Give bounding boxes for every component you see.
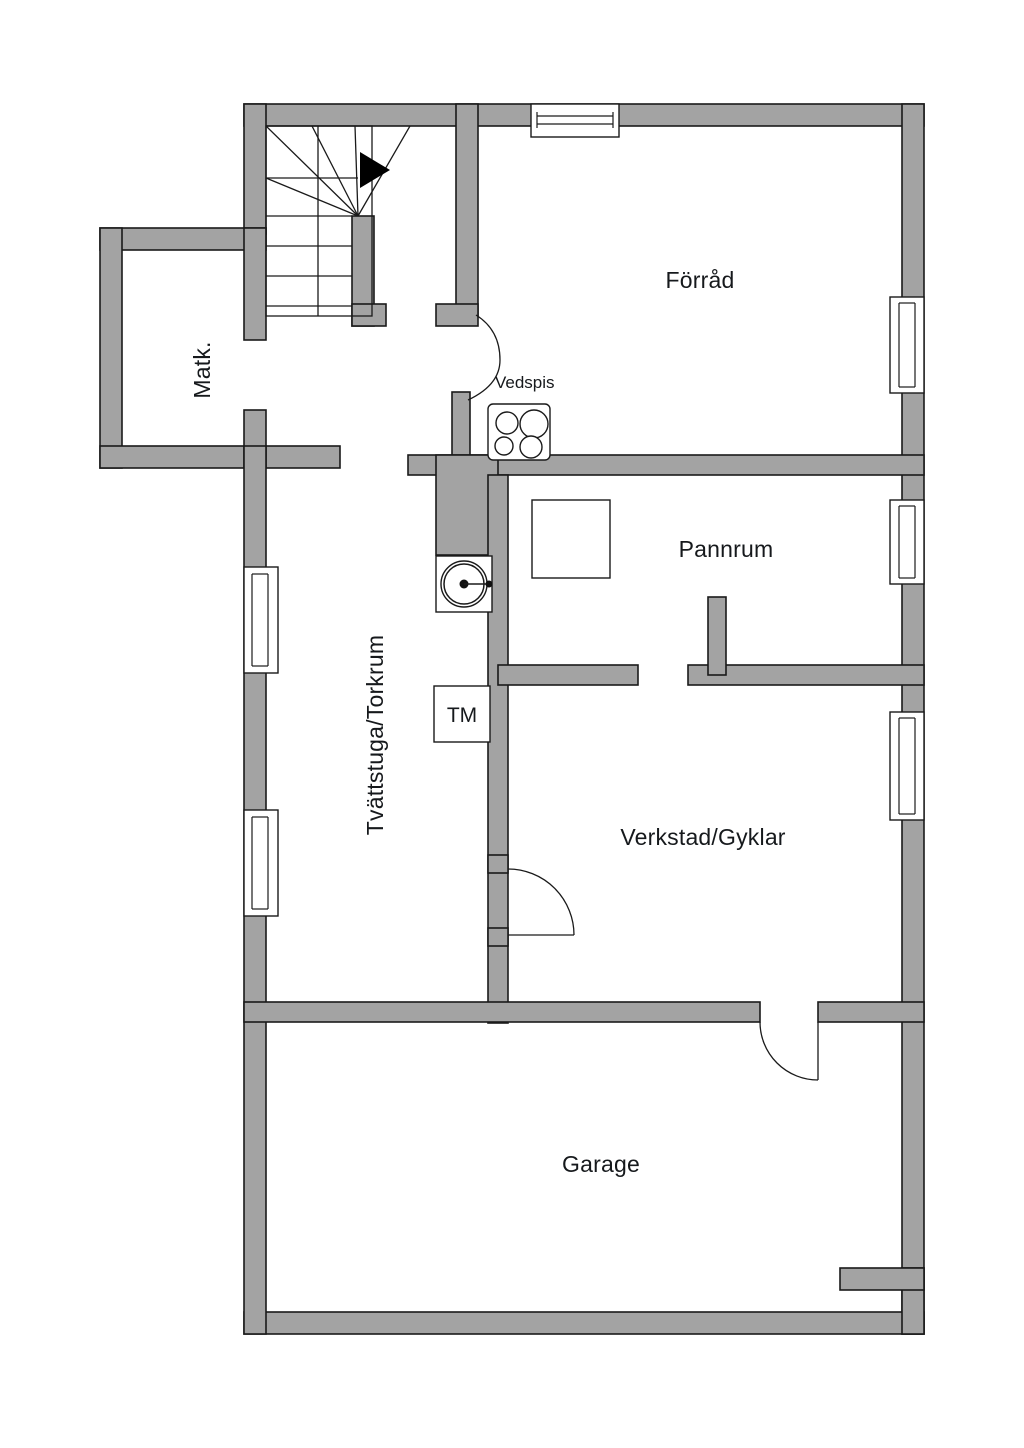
wall-stair-nib — [351, 303, 387, 327]
wall-garage-top-right — [817, 1001, 925, 1023]
tm-box — [433, 685, 491, 743]
dryer-fixture — [435, 555, 493, 613]
label-group: Förråd Pannrum Verkstad/Gyklar Garage Tv… — [189, 267, 786, 1177]
wall-pannrum-verkstad-left — [497, 664, 639, 686]
room-label-tvattstuga: Tvättstuga/Torkrum — [362, 635, 388, 835]
window-right-pannrum — [889, 499, 925, 585]
stair-direction-arrow — [360, 152, 390, 188]
door-garage-swing — [759, 1021, 819, 1081]
boiler-fixture — [531, 499, 611, 579]
room-label-matk: Matk. — [189, 341, 215, 398]
wall-hall-forrad — [455, 103, 479, 317]
door-group — [467, 314, 819, 1081]
wall-group — [99, 103, 925, 1335]
wall-pannrum-partition — [707, 596, 727, 676]
window-group — [243, 103, 925, 917]
wall-matk-left — [99, 227, 123, 469]
window-left-lower — [243, 809, 279, 917]
window-right-verkstad — [889, 711, 925, 821]
room-label-verkstad: Verkstad/Gyklar — [620, 824, 785, 850]
vedspis-stove — [487, 403, 551, 461]
room-label-pannrum: Pannrum — [679, 536, 774, 562]
door-verkstad-swing — [507, 868, 575, 936]
wall-verkstad-door-jamb-top — [487, 854, 509, 874]
wall-exterior-left-upper — [243, 103, 267, 235]
staircase — [265, 125, 411, 317]
wall-matk-inner-upper — [243, 227, 267, 341]
wall-tvatt-verkstad — [487, 474, 509, 1024]
wall-exterior-bottom — [243, 1311, 925, 1335]
fixture-label-tm: TM — [447, 704, 477, 727]
fixture-group — [433, 403, 611, 743]
wall-notch-shelf — [839, 1267, 925, 1291]
door-hall-swing — [467, 314, 501, 401]
wall-door-jamb-upper — [435, 303, 479, 327]
wall-matk-top — [99, 227, 267, 251]
window-right-forrad — [889, 296, 925, 394]
room-label-garage: Garage — [562, 1151, 640, 1177]
wall-door-jamb-lower — [451, 391, 471, 465]
fixture-label-vedspis: Vedspis — [495, 373, 555, 392]
window-top-forrad — [530, 103, 620, 138]
room-label-forrad: Förråd — [666, 267, 735, 293]
wall-pannrum-verkstad-right — [687, 664, 925, 686]
wall-verkstad-door-jamb-bottom — [487, 927, 509, 947]
wall-garage-top-left — [243, 1001, 761, 1023]
wall-matk-bottom — [99, 445, 341, 469]
window-left-upper — [243, 566, 279, 674]
